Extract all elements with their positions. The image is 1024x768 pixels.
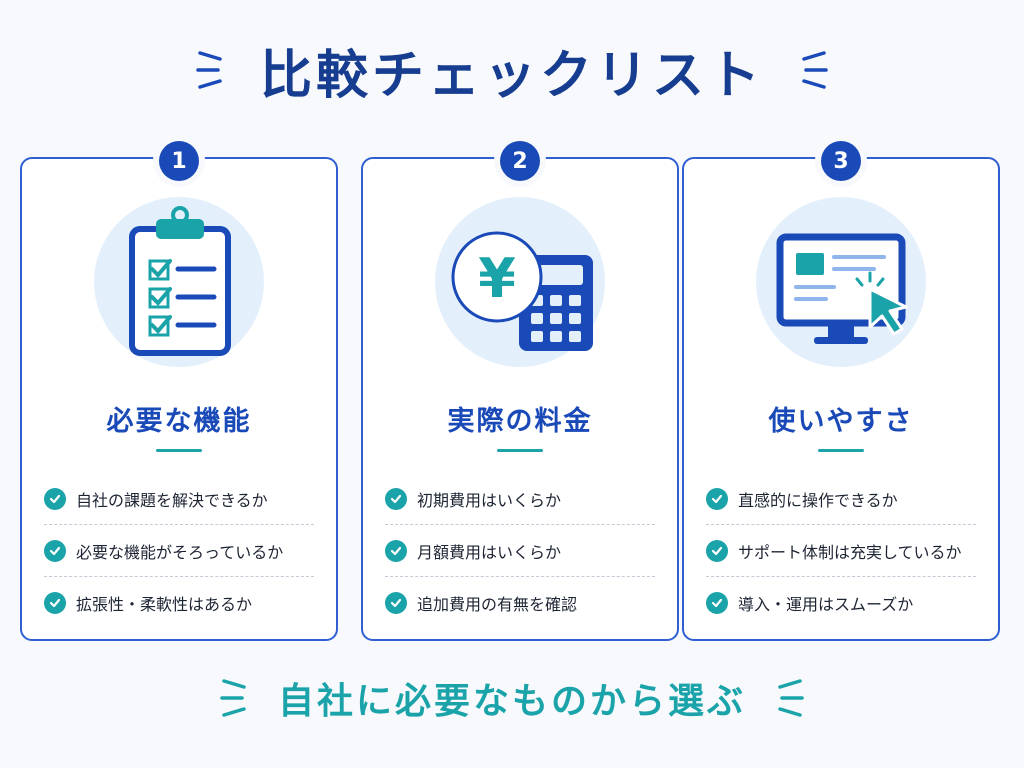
right-accent-icon [802, 51, 828, 89]
list-item: 月額費用はいくらか [385, 525, 655, 577]
card-pricing: 2 ¥ 実際の料金 初期費用はいくらか [361, 141, 679, 641]
checklist: 自社の課題を解決できるか 必要な機能がそろっているか 拡張性・柔軟性はあるか [44, 473, 314, 629]
list-item-text: 自社の課題を解決できるか [76, 490, 268, 510]
list-item: 直感的に操作できるか [706, 473, 976, 525]
check-circle-icon [706, 487, 728, 510]
list-item-text: 必要な機能がそろっているか [76, 542, 284, 562]
list-item: サポート体制は充実しているか [706, 525, 976, 577]
left-accent-icon [196, 51, 222, 89]
illustration-circle: ¥ [435, 197, 605, 367]
check-circle-icon [706, 592, 728, 614]
conclusion-row: 自社に必要なものから選ぶ [0, 668, 1024, 728]
list-item-text: 初期費用はいくらか [417, 490, 562, 510]
left-accent-icon [220, 679, 246, 717]
check-circle-icon [44, 592, 66, 614]
check-circle-icon [44, 539, 66, 562]
list-item: 導入・運用はスムーズか [706, 577, 976, 629]
title-underline [497, 449, 543, 452]
card-features: 1 必要な機能 自社の課題を解決できるか 必要な機能がそろっているか [20, 141, 338, 641]
list-item: 初期費用はいくらか [385, 473, 655, 525]
monitor-cursor-icon [776, 233, 908, 344]
list-item-text: 月額費用はいくらか [417, 542, 562, 562]
card-usability: 3 使いやすさ 直感的に操作できるか サポート体制は充実しているか [682, 141, 1000, 641]
card-number-badge: 2 [500, 141, 540, 181]
page-title: 比較チェックリスト [259, 45, 764, 106]
check-circle-icon [44, 487, 66, 510]
list-item-text: 導入・運用はスムーズか [738, 595, 914, 614]
card-number-badge: 3 [821, 141, 861, 181]
list-item: 必要な機能がそろっているか [44, 525, 314, 577]
card-title: 実際の料金 [447, 406, 593, 437]
yen-calculator-icon: ¥ [451, 231, 593, 351]
title-underline [818, 449, 864, 452]
clipboard-checklist-icon [129, 206, 231, 356]
checklist: 直感的に操作できるか サポート体制は充実しているか 導入・運用はスムーズか [706, 473, 976, 629]
list-item: 自社の課題を解決できるか [44, 473, 314, 525]
list-item: 拡張性・柔軟性はあるか [44, 577, 314, 629]
list-item-text: 追加費用の有無を確認 [417, 595, 578, 614]
check-circle-icon [706, 539, 728, 562]
illustration-circle [94, 197, 264, 367]
svg-text:¥: ¥ [478, 247, 516, 310]
card-number-badge: 1 [159, 141, 199, 181]
title-row: 比較チェックリスト [0, 30, 1024, 110]
list-item-text: サポート体制は充実しているか [738, 542, 962, 562]
card-title: 使いやすさ [768, 406, 914, 437]
list-item-text: 直感的に操作できるか [738, 490, 898, 510]
card-title: 必要な機能 [106, 406, 252, 437]
check-circle-icon [385, 539, 407, 562]
right-accent-icon [778, 679, 804, 717]
check-circle-icon [385, 592, 407, 614]
title-underline [156, 449, 202, 452]
list-item: 追加費用の有無を確認 [385, 577, 655, 629]
check-circle-icon [385, 487, 407, 510]
conclusion-text: 自社に必要なものから選ぶ [277, 681, 746, 722]
checklist: 初期費用はいくらか 月額費用はいくらか 追加費用の有無を確認 [385, 473, 655, 629]
list-item-text: 拡張性・柔軟性はあるか [76, 595, 253, 614]
illustration-circle [756, 197, 926, 367]
